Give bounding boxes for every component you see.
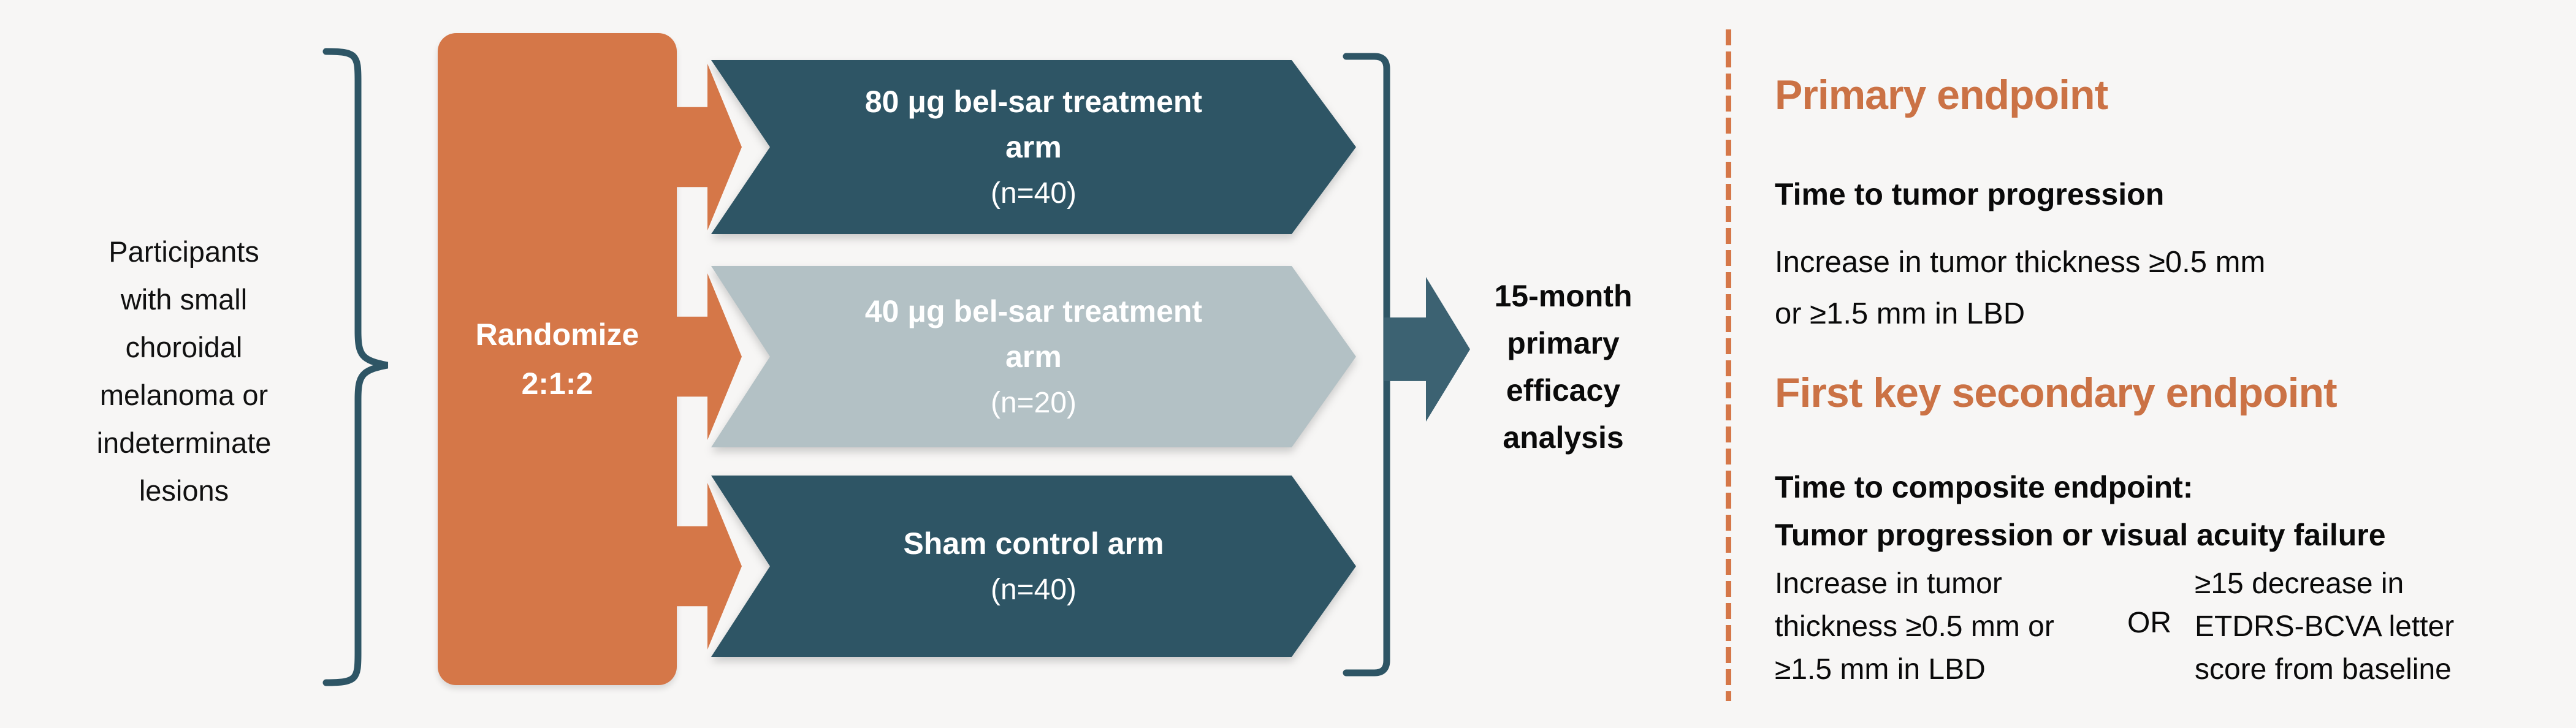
- arm-sample-size: (n=20): [990, 387, 1077, 419]
- left-curly-brace: [322, 48, 389, 686]
- secondary-endpoint-heading: First key secondary endpoint: [1775, 370, 2338, 416]
- endpoints-panel: Primary endpoint Time to tumor progressi…: [1775, 0, 2572, 728]
- dashed-divider: [1726, 29, 1731, 701]
- primary-endpoint-subheading: Time to tumor progression: [1775, 177, 2165, 211]
- arm-sample-size: (n=40): [990, 177, 1077, 210]
- primary-endpoint-heading: Primary endpoint: [1775, 72, 2108, 118]
- or-label: OR: [2127, 607, 2171, 639]
- analysis-arrow: [1384, 277, 1470, 422]
- secondary-endpoint-subheading: Time to composite endpoint:Tumor progres…: [1775, 470, 2386, 552]
- arm-title: Sham control arm: [903, 526, 1164, 561]
- arm-chevron-sham: Sham control arm (n=40): [711, 476, 1356, 657]
- arm-sample-size: (n=40): [990, 574, 1077, 606]
